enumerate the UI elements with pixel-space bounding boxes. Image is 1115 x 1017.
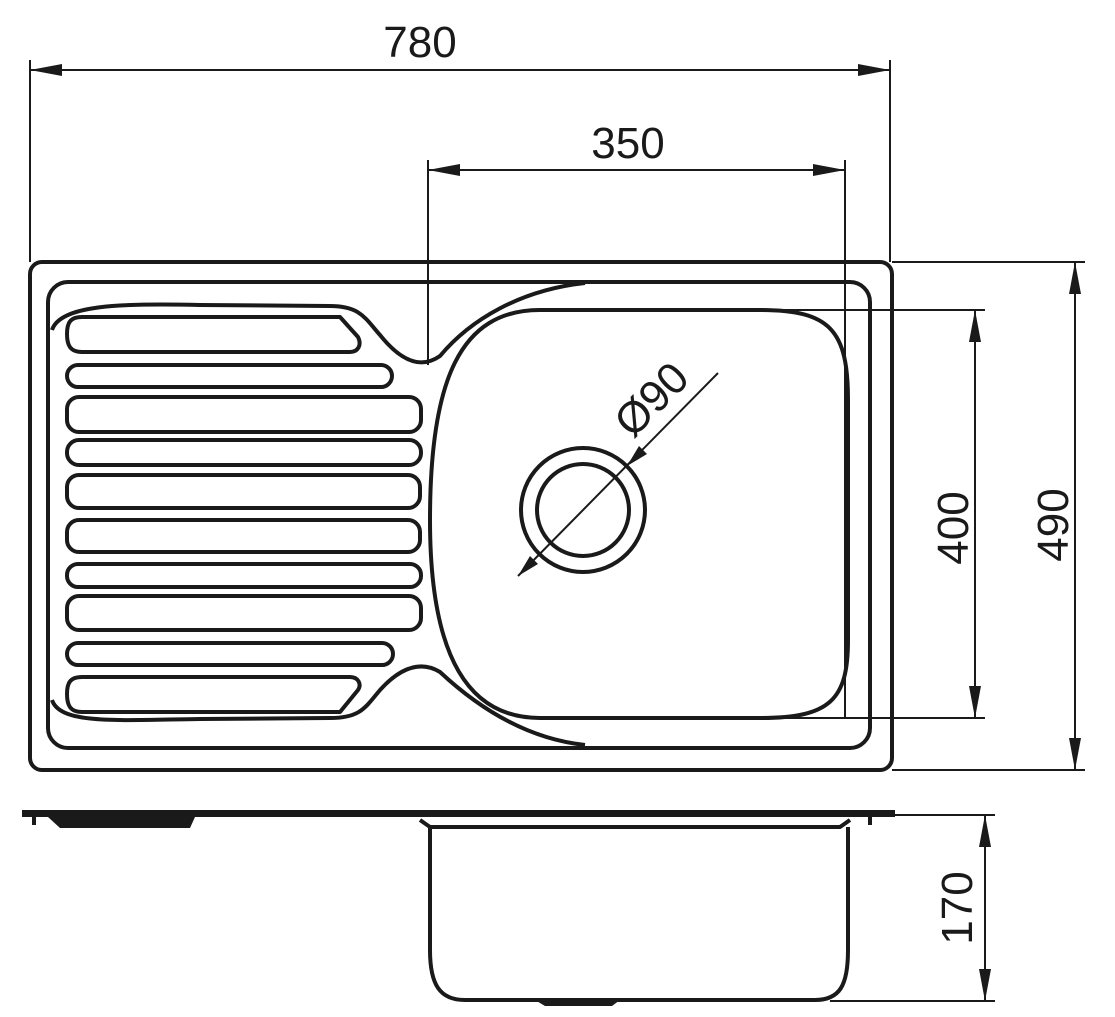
drainer-rib: [65, 641, 395, 667]
dim-drain-diameter: Ø90: [605, 353, 698, 446]
drainer-rib: [65, 675, 362, 714]
bowl-inner-outline: [428, 308, 850, 720]
outer-rim: [28, 260, 894, 772]
dim-line-drain: [517, 372, 719, 577]
drainer-bowl-outline: [50, 281, 586, 747]
drainer-rib: [65, 363, 394, 389]
side-rim-lip: [418, 818, 852, 829]
side-drain: [535, 1000, 620, 1006]
drainer-rib: [65, 395, 423, 434]
dim-bowl-depth: 170: [933, 871, 982, 944]
side-bowl: [428, 827, 850, 1002]
drainer-rib: [65, 473, 422, 510]
drainer-rib: [65, 438, 423, 467]
side-view: [22, 810, 895, 1006]
side-rim: [22, 810, 895, 817]
drainer-rib: [65, 315, 362, 354]
dimensions: 780 350 400 490 170 Ø90: [29, 18, 1085, 1002]
drainer-ribs: [65, 315, 423, 714]
top-view: [28, 260, 894, 772]
dim-bowl-width: 350: [591, 119, 664, 168]
side-rim-flange: [48, 817, 195, 828]
drainer-rib: [65, 594, 423, 632]
drainer-rib: [65, 518, 422, 554]
inner-rim: [46, 280, 872, 750]
dim-overall-depth: 490: [1029, 488, 1078, 561]
drainer-rib: [65, 562, 423, 589]
side-clips: [32, 817, 872, 825]
dim-bowl-length: 400: [929, 491, 978, 564]
dim-overall-width: 780: [383, 18, 456, 67]
drain-inner-ring: [535, 462, 631, 558]
drain-outer-ring: [519, 446, 647, 574]
